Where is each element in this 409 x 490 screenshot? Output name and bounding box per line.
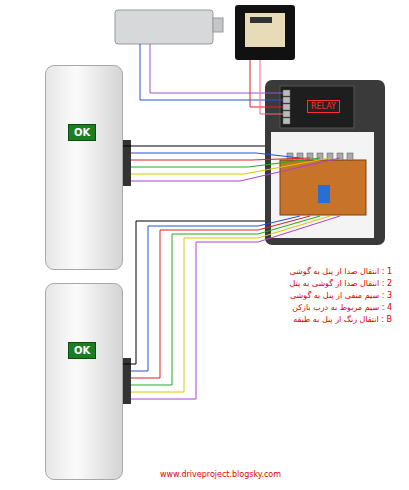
legend-line: B : انتقال زنگ از پنل به طبقه — [212, 314, 392, 326]
intercom-handset: OK — [45, 283, 123, 480]
legend-line: 2 : انتقال صدا از گوشی به پنل — [212, 278, 392, 290]
ok-badge: OK — [68, 342, 96, 359]
wire-connector — [123, 146, 265, 147]
intercom-handset: OK — [45, 65, 123, 270]
legend-line: 1 : انتقال صدا از پنل به گوشی — [212, 266, 392, 278]
door-panel: RELAY — [265, 80, 385, 245]
website-url: www.driveproject.blogsky.com — [160, 469, 281, 481]
legend-line: 4 : سیم مربوط به درب بازکن — [212, 302, 392, 314]
legend-notes: 1 : انتقال صدا از پنل به گوشی2 : انتقال … — [212, 266, 392, 326]
legend-line: 3 : سیم منفی از پنل به گوشی — [212, 290, 392, 302]
relay-label: RELAY — [307, 100, 340, 113]
wire-connector — [123, 221, 265, 364]
footer: www.driveproject.blogsky.com — [160, 469, 281, 481]
ok-badge: OK — [68, 124, 96, 141]
